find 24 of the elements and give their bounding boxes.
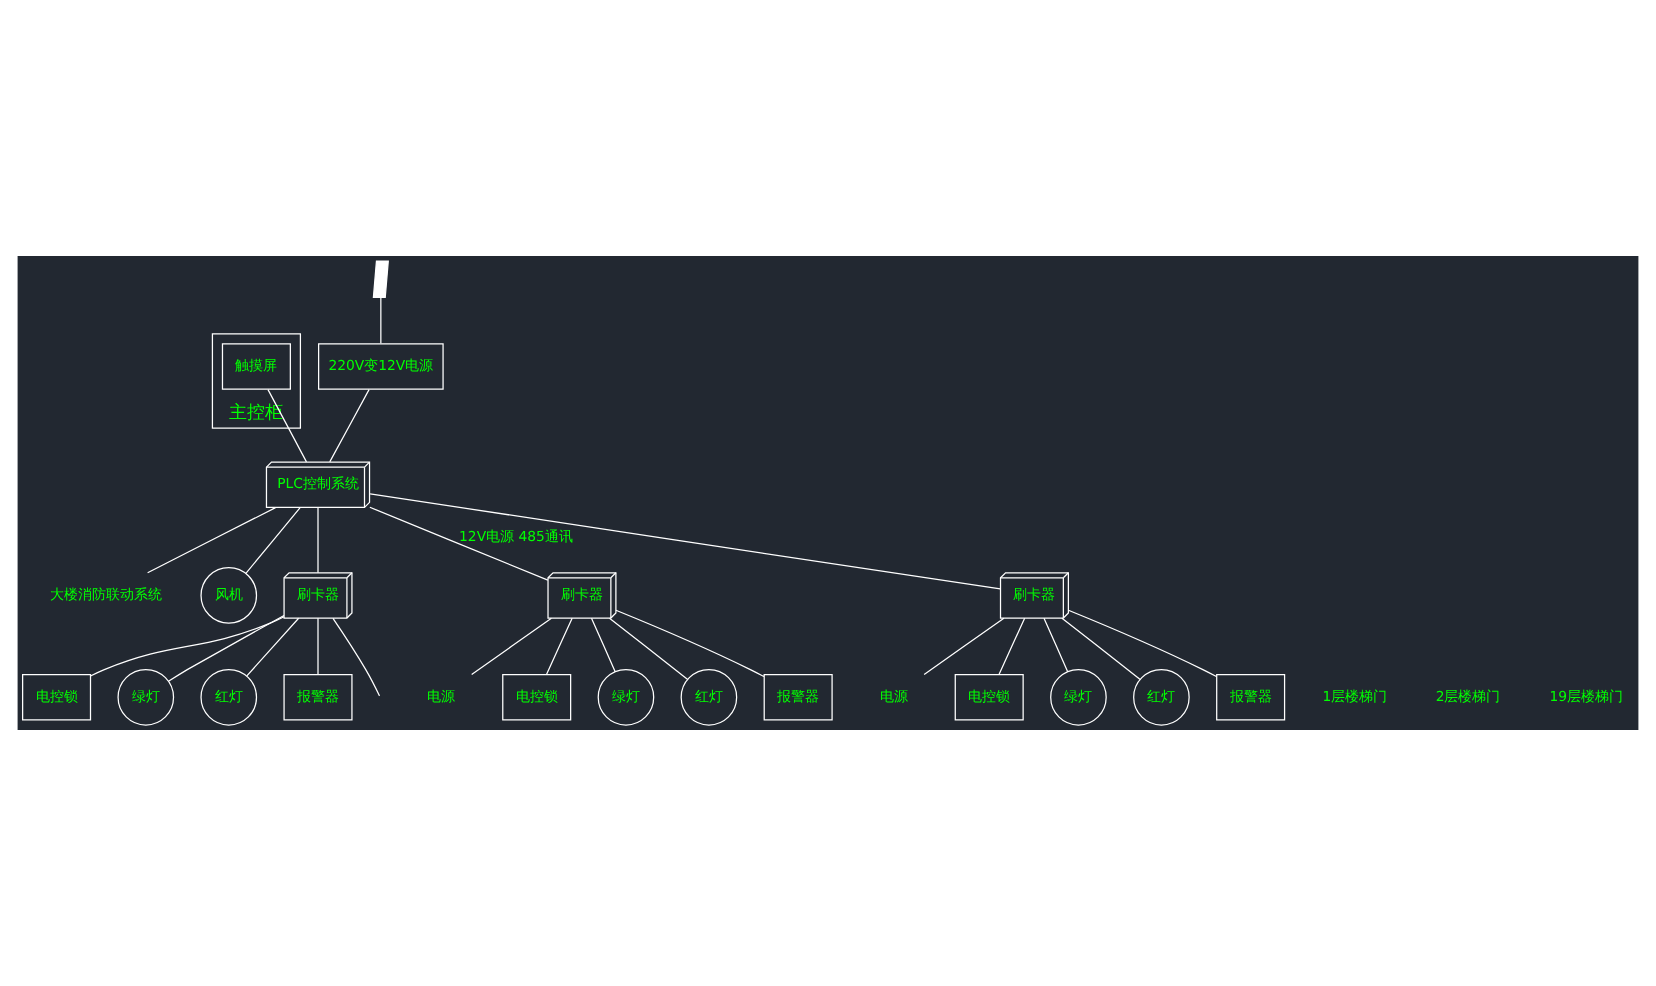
connector — [380, 297, 382, 344]
connector — [545, 617, 573, 676]
connector — [329, 389, 370, 463]
node-lightning — [372, 260, 389, 299]
connector — [1061, 617, 1141, 681]
connector — [89, 616, 285, 677]
connector — [246, 617, 300, 677]
connector — [267, 389, 308, 463]
connector — [317, 617, 319, 676]
connector — [369, 493, 1001, 590]
connector — [1067, 609, 1218, 678]
connector — [332, 617, 381, 697]
connector — [1043, 617, 1069, 673]
connector — [147, 507, 277, 574]
connector — [167, 614, 285, 682]
connector — [615, 609, 765, 678]
connector — [923, 617, 1005, 676]
connector — [998, 617, 1026, 676]
connector — [608, 617, 689, 681]
connector — [471, 617, 553, 676]
connector — [317, 507, 319, 574]
connector — [369, 506, 549, 581]
connector — [245, 507, 301, 575]
connector — [590, 617, 616, 673]
